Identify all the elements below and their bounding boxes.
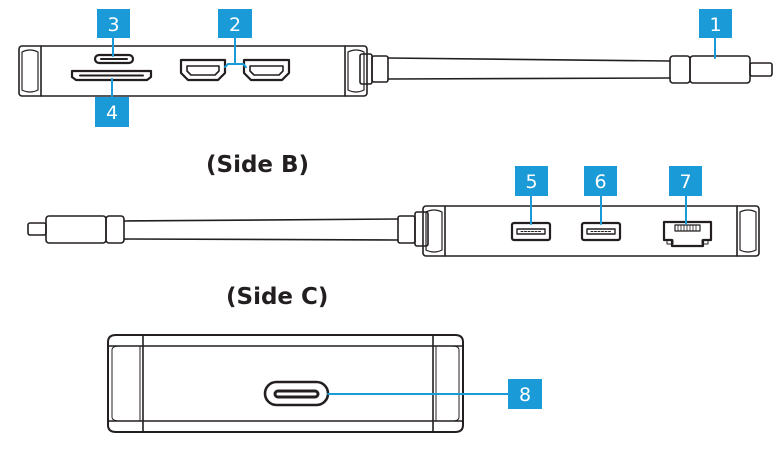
callout-5-label: 5 bbox=[525, 171, 537, 193]
usb-c-port bbox=[263, 380, 330, 407]
callout-6: 6 bbox=[584, 166, 617, 196]
callout-2: 2 bbox=[218, 9, 252, 38]
callout-3-label: 3 bbox=[107, 14, 119, 36]
hdmi-port-1 bbox=[179, 58, 227, 82]
callout-4: 4 bbox=[95, 97, 129, 127]
callout-4-label: 4 bbox=[106, 102, 118, 124]
callout-1: 1 bbox=[699, 9, 732, 38]
hub-side-a bbox=[18, 45, 773, 97]
usb-a-port-2 bbox=[580, 221, 622, 242]
cable-b bbox=[123, 211, 429, 247]
callout-6-label: 6 bbox=[594, 171, 606, 193]
callout-8-label: 8 bbox=[519, 384, 531, 406]
callout-5: 5 bbox=[515, 166, 548, 196]
callout-7: 7 bbox=[669, 166, 702, 196]
callout-1-label: 1 bbox=[709, 14, 721, 36]
hub-side-b bbox=[27, 205, 760, 257]
callout-2-label: 2 bbox=[229, 14, 241, 36]
sd-card-slot bbox=[70, 69, 153, 82]
usb-c-plug-a bbox=[669, 55, 773, 84]
hub-body-a bbox=[18, 45, 368, 97]
hub-side-c bbox=[107, 334, 464, 433]
hub-body-c bbox=[107, 334, 464, 433]
side-c-title: (Side C) bbox=[226, 284, 329, 310]
ethernet-port bbox=[662, 220, 713, 248]
callout-8: 8 bbox=[508, 379, 542, 409]
usb-a-port-1 bbox=[510, 221, 552, 242]
callout-7-label: 7 bbox=[679, 171, 691, 193]
side-b-title: (Side B) bbox=[206, 152, 310, 178]
micro-sd-slot bbox=[93, 53, 135, 65]
leader-lines bbox=[111, 36, 716, 395]
hub-body-b bbox=[422, 205, 760, 257]
callout-3: 3 bbox=[97, 9, 130, 38]
usb-c-plug-b bbox=[27, 215, 125, 244]
hdmi-port-2 bbox=[242, 58, 291, 82]
cable-a bbox=[359, 53, 671, 85]
